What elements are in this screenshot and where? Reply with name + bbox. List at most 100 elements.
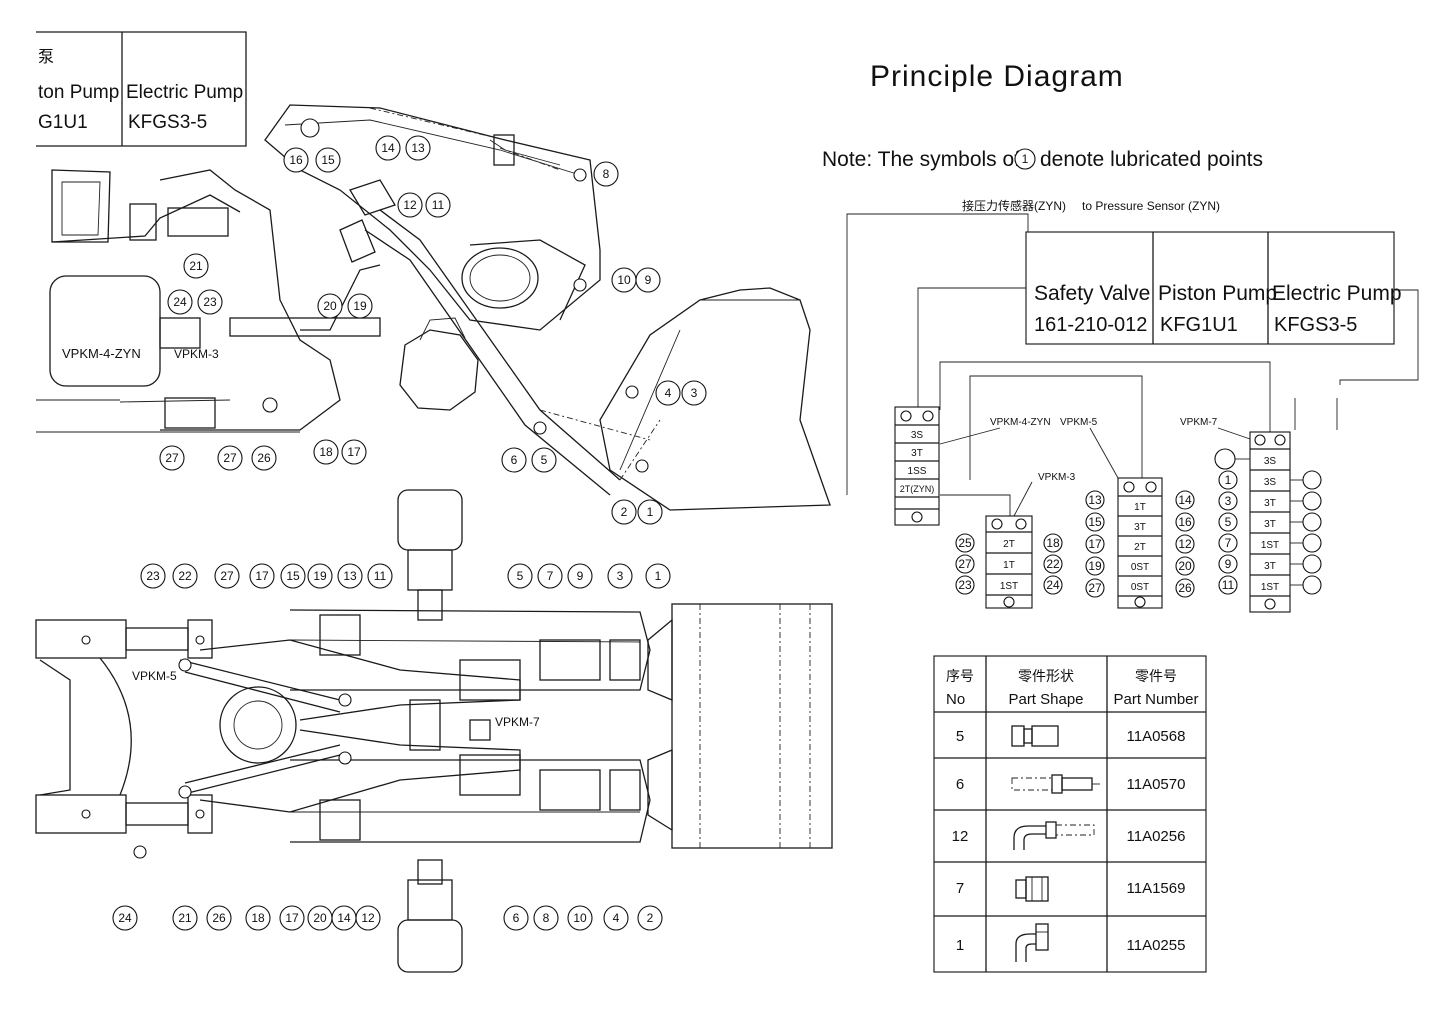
side-point-2: 15 — [315, 147, 341, 173]
valve-vpkm3-left-point-1-ring — [955, 533, 975, 553]
top-point-upper-9: 5 — [507, 563, 533, 589]
side-point-1: 16 — [283, 147, 309, 173]
valve-vpkm7-row-7: 1ST — [1261, 582, 1279, 593]
valve-vpkm5-right-point-2-ring — [1175, 512, 1195, 532]
top-point-upper-2-number: 22 — [178, 569, 192, 583]
side-point-9: 24 — [167, 289, 193, 315]
side-point-7-number: 11 — [432, 198, 445, 212]
top-point-upper-3-number: 27 — [220, 569, 234, 583]
top-point-lower-5-number: 17 — [285, 911, 299, 925]
valve-vpkm5-right-point-5-ring — [1175, 578, 1195, 598]
valve-vpkm5-row-4: 0ST — [1131, 562, 1149, 573]
top-point-lower-1-ring — [112, 905, 138, 931]
side-point-12-number: 19 — [353, 299, 367, 313]
side-point-18-number: 5 — [541, 453, 548, 467]
top-point-lower-4: 18 — [245, 905, 271, 931]
valve-vpkm5-right-point-5-number: 26 — [1178, 581, 1192, 595]
top-point-lower-3-ring — [206, 905, 232, 931]
top-point-upper-9-number: 5 — [517, 569, 524, 583]
top-point-lower-12-ring — [603, 905, 629, 931]
top-point-upper-8: 11 — [367, 563, 393, 589]
side-point-20-ring — [637, 499, 663, 525]
top-point-lower-1-number: 24 — [118, 911, 132, 925]
valve-vpkm7-left-point-4-ring — [1218, 533, 1238, 553]
valve-vpkm5-label: VPKM-5 — [1060, 417, 1098, 428]
long-fitting-icon — [1011, 774, 1100, 794]
top-point-lower-9-number: 6 — [513, 911, 520, 925]
side-point-12: 19 — [347, 293, 373, 319]
partial-box-col2-name: Electric Pump — [126, 82, 243, 103]
valve-vpkm3-left-point-3: 23 — [955, 575, 975, 595]
valve-vpkm3-left-point-3-number: 23 — [958, 578, 972, 592]
valve-vpkm3-left-point-2: 27 — [955, 554, 975, 574]
valve-vpkm5-right-point-4: 20 — [1175, 556, 1195, 576]
side-label-vpkm3: VPKM-3 — [174, 347, 219, 361]
valve-vpkm7-left-point-6: 11 — [1218, 575, 1238, 595]
top-point-lower-5: 17 — [279, 905, 305, 931]
top-point-lower-9-ring — [503, 905, 529, 931]
side-point-14-ring — [635, 267, 661, 293]
partial-box-cn: 泵 — [38, 48, 54, 66]
side-point-19: 2 — [611, 499, 637, 525]
connection-lines — [846, 213, 1419, 517]
top-point-lower-2-number: 21 — [178, 911, 192, 925]
safety-valve-name: Safety Valve — [1034, 282, 1150, 305]
side-point-25-number: 17 — [347, 445, 361, 459]
top-point-lower-12: 4 — [603, 905, 629, 931]
side-point-10-ring — [197, 289, 223, 315]
valve-vpkm7-right-point-6 — [1302, 575, 1322, 595]
top-point-lower-3-number: 26 — [212, 911, 226, 925]
safety-valve-code: 161-210-012 — [1034, 314, 1147, 336]
valve-vpkm5-row-2: 3T — [1134, 522, 1146, 533]
side-point-3-ring — [375, 135, 401, 161]
table-row-1-part: 11A0568 — [1127, 728, 1186, 745]
top-point-upper-9-ring — [507, 563, 533, 589]
valve-main-row-2: 3T — [911, 448, 923, 459]
top-label-vpkm7: VPKM-7 — [495, 715, 540, 729]
elbow-fitting-icon — [1013, 821, 1095, 850]
side-point-9-ring — [167, 289, 193, 315]
top-point-upper-13-ring — [645, 563, 671, 589]
side-point-17-ring — [501, 447, 527, 473]
table-row-3-no: 12 — [952, 828, 969, 845]
valve-vpkm5-right-point-3-ring — [1175, 534, 1195, 554]
top-point-upper-6-number: 19 — [313, 569, 327, 583]
side-point-19-number: 2 — [621, 505, 628, 519]
table-header-no-cn: 序号 — [946, 668, 974, 684]
valve-vpkm3-right-point-1-number: 18 — [1046, 536, 1060, 550]
valve-vpkm7-left-point-1-number: 1 — [1225, 473, 1232, 487]
valve-vpkm3-left-point-2-number: 27 — [958, 557, 972, 571]
side-point-5-number: 8 — [603, 167, 610, 181]
table-header-no-en: No — [946, 691, 965, 708]
valve-vpkm3-right-point-3-number: 24 — [1046, 578, 1060, 592]
table-row-5-no: 1 — [956, 937, 964, 954]
top-point-lower-1: 24 — [112, 905, 138, 931]
top-point-upper-13-number: 1 — [655, 569, 662, 583]
top-point-lower-2: 21 — [172, 905, 198, 931]
top-point-upper-4-ring — [249, 563, 275, 589]
valve-vpkm5-right-point-1-ring — [1175, 490, 1195, 510]
top-point-upper-12-number: 3 — [617, 569, 624, 583]
side-point-8-number: 21 — [189, 259, 203, 273]
side-point-22: 27 — [217, 445, 243, 471]
valve-vpkm5-right-point-3-number: 12 — [1178, 537, 1192, 551]
valve-vpkm7-right-point-3 — [1302, 512, 1322, 532]
valve-vpkm3-right-point-3-ring — [1043, 575, 1063, 595]
valve-vpkm5-right-point-4-number: 20 — [1178, 559, 1192, 573]
side-point-18-ring — [531, 447, 557, 473]
partial-box-col2-code: KFGS3-5 — [128, 112, 207, 133]
side-point-4-number: 13 — [411, 141, 425, 155]
table-header-shape-en: Part Shape — [1008, 691, 1083, 708]
valve-vpkm5-left-point-5-ring — [1085, 578, 1105, 598]
valve-vpkm7-left-point-5-number: 9 — [1225, 557, 1232, 571]
side-point-23-number: 26 — [257, 451, 271, 465]
side-point-14-number: 9 — [645, 273, 652, 287]
top-point-upper-2: 22 — [172, 563, 198, 589]
